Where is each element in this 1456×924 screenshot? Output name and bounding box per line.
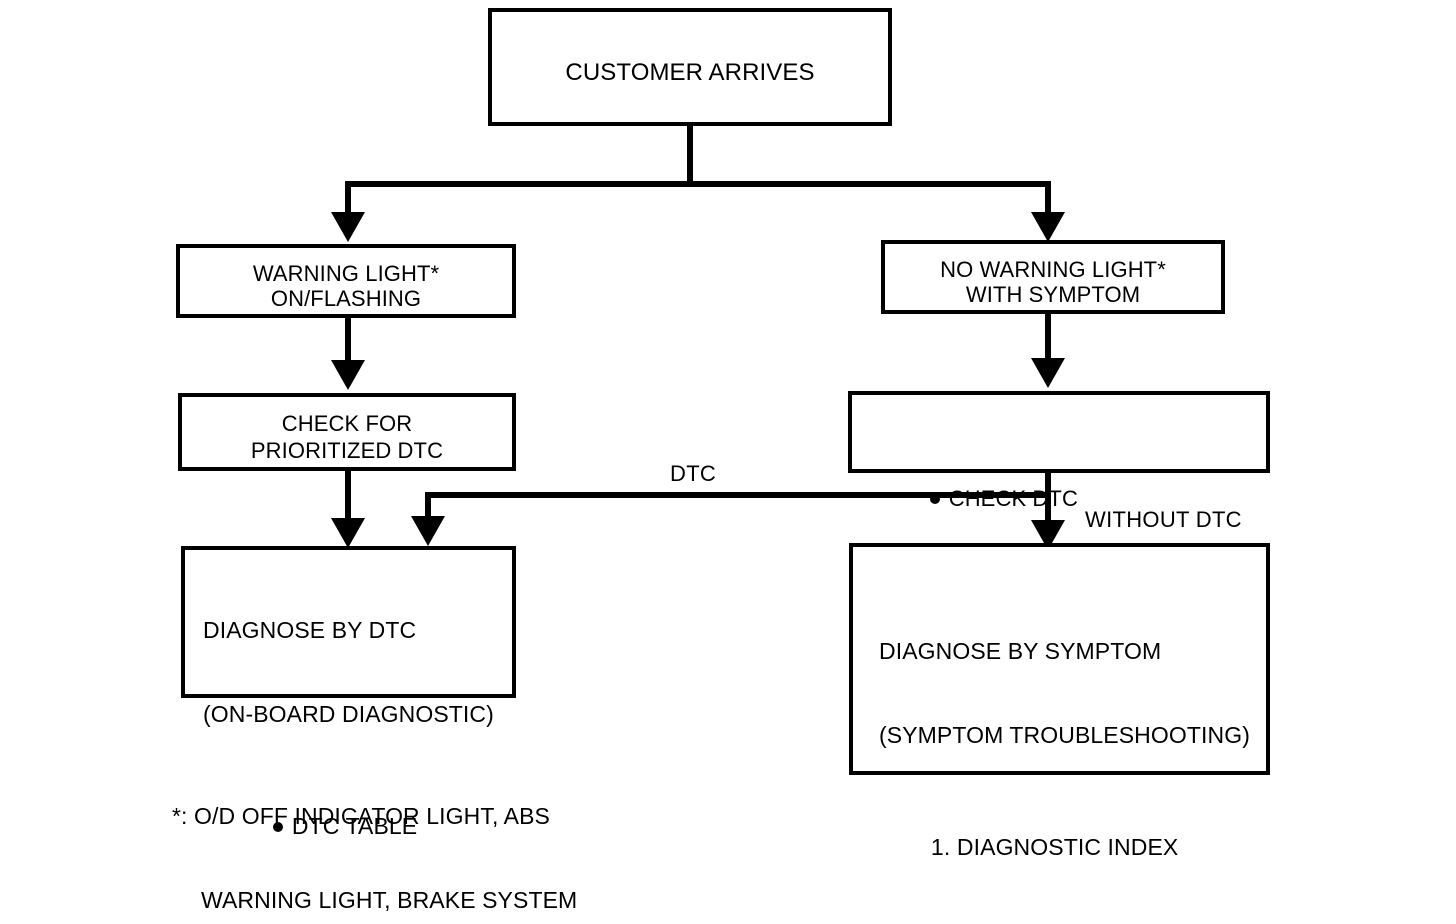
node-diagnose-by-symptom[interactable]: DIAGNOSE BY SYMPTOM (SYMPTOM TROUBLESHOO…: [849, 543, 1270, 860]
footnote-line-2: WARNING LIGHT, BRAKE SYSTEM: [201, 887, 578, 914]
connector-right-drop: [1045, 181, 1051, 217]
node-diagnose-by-dtc[interactable]: DIAGNOSE BY DTC (ON-BOARD DIAGNOSTIC) DT…: [181, 546, 516, 839]
bullet-icon: [929, 493, 940, 504]
node-customer-arrives[interactable]: CUSTOMER ARRIVES: [488, 8, 892, 126]
arrowhead-to-check-dtc-tests: [1031, 358, 1065, 388]
node-check-prioritized-dtc[interactable]: CHECK FOR PRIORITIZED DTC: [178, 393, 516, 471]
connector-trunk-vertical: [687, 126, 693, 184]
connector-check-to-diagnose-dtc: [345, 471, 351, 527]
arrowhead-to-diagnose-by-dtc: [331, 518, 365, 548]
list-item: DTC TABLE: [203, 784, 524, 868]
edge-label-without-dtc: WITHOUT DTC: [1085, 507, 1242, 532]
arrowhead-to-warning-light: [331, 212, 365, 242]
list-item: 1.DIAGNOSTIC INDEX: [879, 805, 1251, 889]
arrowhead-to-no-warning-light: [1031, 212, 1065, 242]
connector-split-horizontal: [345, 181, 1051, 187]
node-warning-light[interactable]: WARNING LIGHT* ON/FLASHING: [176, 244, 516, 318]
footnote-block: *: O/D OFF INDICATOR LIGHT, ABS WARNING …: [172, 746, 606, 924]
connector-without-dtc-drop: [1045, 492, 1051, 531]
node-diagnose-by-symptom-line2: (SYMPTOM TROUBLESHOOTING): [879, 722, 1250, 749]
node-diagnose-by-symptom-item1-num: 1.: [930, 834, 951, 861]
edge-label-dtc: DTC: [670, 461, 717, 486]
connector-dtc-branch-stub: [1045, 473, 1051, 497]
node-no-warning-light[interactable]: NO WARNING LIGHT* WITH SYMPTOM: [881, 240, 1225, 314]
node-check-dtc-tests[interactable]: CHECK DTC IGNITION ON TEST, IDLING TEST: [848, 391, 1270, 780]
footnote-line-1: *: O/D OFF INDICATOR LIGHT, ABS: [172, 803, 550, 830]
connector-dtc-horizontal: [425, 492, 1051, 498]
node-check-prioritized-dtc-line2: PRIORITIZED DTC: [250, 438, 444, 463]
connector-warning-to-check: [345, 318, 351, 368]
connector-left-drop: [345, 181, 351, 217]
node-no-warning-light-line2: WITH SYMPTOM: [965, 282, 1141, 307]
node-diagnose-by-symptom-item1: DIAGNOSTIC INDEX: [956, 834, 1179, 861]
arrowhead-dtc-to-diagnose-by-dtc: [411, 516, 445, 546]
node-customer-arrives-label: CUSTOMER ARRIVES: [565, 59, 815, 86]
connector-nowarning-to-checkdtc: [1045, 314, 1051, 366]
node-check-prioritized-dtc-line1: CHECK FOR: [281, 411, 413, 436]
node-diagnose-by-dtc-line2: (ON-BOARD DIAGNOSTIC): [203, 701, 494, 728]
node-diagnose-by-symptom-line1: DIAGNOSE BY SYMPTOM: [879, 638, 1162, 665]
node-no-warning-light-line1: NO WARNING LIGHT*: [940, 257, 1166, 282]
arrowhead-to-check-prioritized-dtc: [331, 360, 365, 390]
node-diagnose-by-dtc-body: DIAGNOSE BY DTC (ON-BOARD DIAGNOSTIC) DT…: [203, 560, 524, 924]
node-diagnose-by-dtc-line1: DIAGNOSE BY DTC: [203, 617, 417, 644]
list-item: CHECK DTC: [880, 460, 1233, 540]
node-warning-light-line1: WARNING LIGHT*: [252, 261, 440, 286]
node-check-dtc-tests-bullet1: CHECK DTC: [948, 486, 1078, 512]
node-warning-light-line2: ON/FLASHING: [270, 286, 422, 311]
node-diagnose-by-dtc-bullet1: DTC TABLE: [291, 813, 418, 840]
node-diagnose-by-symptom-body: DIAGNOSE BY SYMPTOM (SYMPTOM TROUBLESHOO…: [879, 581, 1251, 924]
bullet-icon: [272, 821, 283, 832]
connector-dtc-drop: [425, 492, 431, 523]
